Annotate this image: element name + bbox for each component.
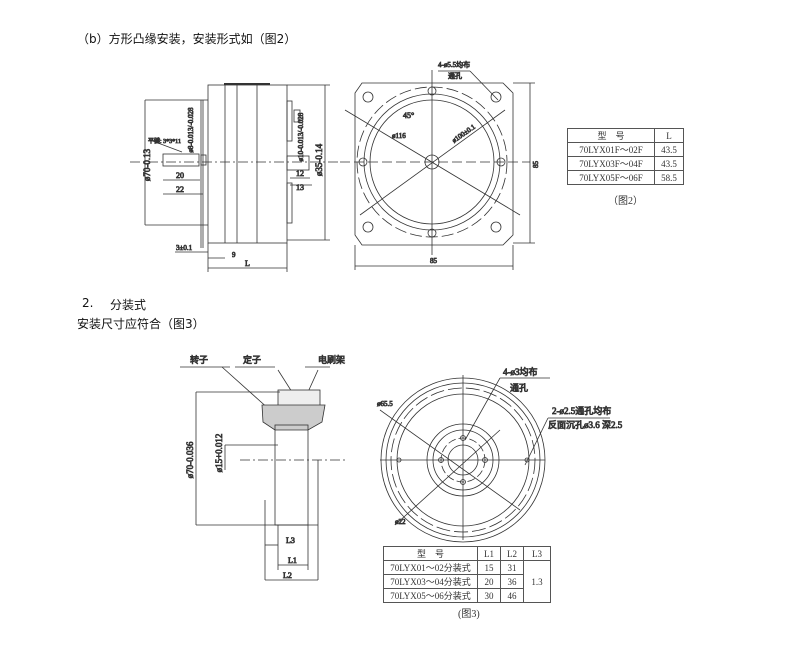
L1-cell: 20	[477, 574, 501, 589]
fig3-front-view	[379, 375, 610, 543]
fig2-side-view	[130, 83, 340, 272]
fig3-holes2-label: 2-ø2.5通孔均布	[552, 405, 611, 416]
fig2-dia8-label: ø8-0.013/-0.028	[187, 107, 195, 153]
fig2-dia70-label: ø70-0.13	[142, 148, 152, 181]
fig2-d12-label: 12	[296, 169, 304, 178]
fig2-d116-label: ø116	[392, 132, 406, 140]
L2-cell: 46	[500, 588, 524, 603]
section-2-title: 分装式	[110, 298, 147, 312]
fig2-d100-label: ø100±0.1	[451, 123, 478, 145]
fig2-dia35-label: ø35-0.14	[314, 143, 324, 176]
header-L1: L1	[477, 546, 501, 561]
fig3-stator-label: 定子	[243, 354, 261, 365]
fig3-dia15-label: ø15+0.012	[214, 434, 224, 473]
model-cell: 70LYX01～02分装式	[383, 560, 478, 575]
L2-cell: 36	[500, 574, 524, 589]
fig2-front-view	[340, 70, 535, 270]
fig2-height-label: 85	[532, 161, 540, 169]
fig3-holes-label: 4-ø3均布	[503, 366, 538, 377]
fig2-holes-label: 4-ø5.5均布	[438, 60, 470, 69]
fig2-width-label: 85	[430, 257, 438, 265]
fig3-L2-label: L2	[283, 571, 292, 580]
fig2-key-label: 平键: 3*3*11	[148, 137, 181, 145]
fig3-brush-label: 电刷架	[318, 354, 345, 365]
fig3-counter-label: 反面沉孔ø3.6 深2.5	[548, 420, 623, 430]
fig2-angle-label: 45°	[403, 111, 414, 120]
fig2-d13-label: 13	[296, 183, 304, 192]
model-cell: 70LYX03F～04F	[567, 156, 655, 171]
fig3-dia70-label: ø70-0.036	[185, 441, 195, 478]
fig3-d65-label: ø65.5	[377, 400, 393, 408]
header-model: 型 号	[383, 546, 478, 561]
fig3-L3-label: L3	[286, 536, 295, 545]
L1-cell: 15	[477, 560, 501, 575]
fig2-L-label: L	[245, 259, 250, 268]
header-L: L	[654, 128, 684, 143]
fig3-side-view	[180, 366, 345, 581]
L-cell: 58.5	[654, 170, 684, 185]
section-b-heading: （b）方形凸缘安装，安装形式如（图2）	[77, 32, 297, 46]
fig2-d3-label: 3±0.1	[176, 244, 193, 252]
fig2-d22-label: 22	[176, 185, 184, 194]
fig3-rotor-label: 转子	[190, 354, 208, 365]
fig3-L1-label: L1	[288, 556, 297, 565]
L2-cell: 31	[500, 560, 524, 575]
fig3-d22-label: ø22	[395, 518, 406, 526]
fig3-caption: (图3)	[458, 609, 480, 620]
header-L2: L2	[500, 546, 524, 561]
section-2-subtitle: 安装尺寸应符合（图3）	[77, 317, 205, 331]
fig3-through-label: 通孔	[510, 383, 528, 393]
section-2-number: 2.	[82, 296, 94, 310]
model-cell: 70LYX03～04分装式	[383, 574, 478, 589]
model-cell: 70LYX05F～06F	[567, 170, 655, 185]
model-cell: 70LYX01F～02F	[567, 142, 655, 157]
fig2-d9-label: 9	[232, 251, 236, 259]
model-cell: 70LYX05～06分装式	[383, 588, 478, 603]
fig2-d20-label: 20	[176, 171, 184, 180]
L-cell: 43.5	[654, 156, 684, 171]
header-L3: L3	[523, 546, 551, 561]
fig2-caption: （图2）	[608, 196, 643, 207]
fig2-dia10-label: ø10-0.013/-0.028	[297, 112, 305, 161]
header-model: 型 号	[567, 128, 655, 143]
fig2-through-label: 通孔	[448, 71, 462, 80]
L-cell: 43.5	[654, 142, 684, 157]
L3-cell: 1.3	[523, 560, 551, 603]
L1-cell: 30	[477, 588, 501, 603]
